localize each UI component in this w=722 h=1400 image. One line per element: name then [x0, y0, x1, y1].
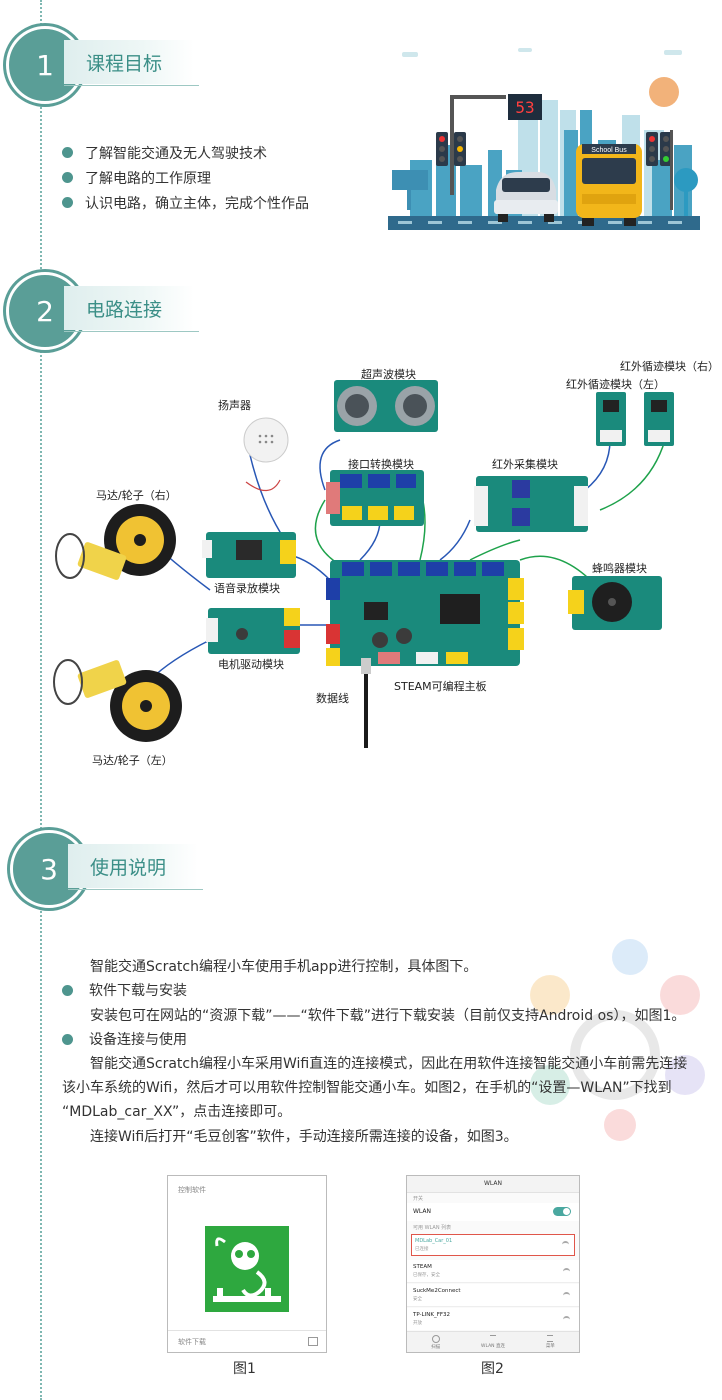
section-2-title-bar: 电路连接 [64, 286, 194, 330]
refresh-icon [431, 1335, 440, 1343]
nav-menu[interactable]: 菜单 [522, 1332, 579, 1352]
bullet-download-title: 软件下载与安装 [89, 983, 187, 999]
bullet-icon [62, 1033, 73, 1045]
label-buzzer: 蜂鸣器模块 [592, 562, 647, 575]
network-row[interactable]: STEAM 已保存，安全 [407, 1260, 579, 1283]
section-2-title: 电路连接 [86, 298, 163, 321]
usage-connect-text-2: 该小车系统的Wifi，然后才可以用软件控制智能交通小车。如图2，在手机的“设置—… [62, 1080, 672, 1096]
figure-1-app-screenshot: 控制软件 软件下载 [167, 1175, 327, 1353]
network-list-label: 可用 WLAN 列表 [413, 1225, 452, 1231]
wlan-toggle-row[interactable]: WLAN [407, 1203, 579, 1221]
label-voice: 语音录放模块 [214, 582, 280, 595]
label-motor-right: 马达/轮子（右） [96, 489, 177, 502]
section-1-title: 课程目标 [86, 52, 163, 75]
timeline-dotted-line [40, 0, 42, 1400]
wlan-title-bar: WLAN [407, 1176, 579, 1193]
open-external-icon [308, 1337, 318, 1346]
bullet-icon [62, 984, 73, 996]
wifi-direct-icon [489, 1335, 496, 1342]
label-cable: 数据线 [316, 692, 349, 705]
figure-2-wlan-screenshot: WLAN 开关 WLAN 可用 WLAN 列表 MDLab_Car_01 已连接… [406, 1175, 580, 1353]
section-3-title: 使用说明 [90, 856, 167, 879]
label-interface: 接口转换模块 [348, 458, 414, 471]
network-status: 已保存，安全 [413, 1273, 440, 1278]
section-1-number: 1 [36, 48, 54, 82]
section-2-underline [64, 331, 199, 332]
network-status: 已连接 [415, 1247, 429, 1252]
label-ultrasonic: 超声波模块 [361, 368, 416, 381]
label-ir-track-left: 红外循迹模块（左） [566, 378, 665, 391]
fig1-header: 控制软件 [178, 1186, 206, 1194]
label-motor-left: 马达/轮子（左） [92, 754, 173, 767]
goal-item: 了解智能交通及无人驾驶技术 [62, 140, 309, 165]
network-status: 开放 [413, 1321, 422, 1326]
section-1-title-bar: 课程目标 [64, 40, 194, 84]
network-row-highlighted[interactable]: MDLab_Car_01 已连接 [411, 1234, 575, 1256]
network-row[interactable]: SuckMe2Connect 安全 [407, 1284, 579, 1307]
switch-section-label: 开关 [413, 1196, 424, 1202]
section-3-underline [68, 889, 203, 890]
section-1-underline [64, 85, 199, 86]
label-speaker: 扬声器 [218, 399, 251, 412]
goal-text: 了解智能交通及无人驾驶技术 [85, 145, 267, 162]
figure-2-caption: 图2 [481, 1361, 504, 1377]
nav-menu-label: 菜单 [545, 1344, 555, 1349]
bottom-nav: 扫描 WLAN 直连 菜单 [407, 1331, 579, 1352]
usage-connect-text-3: “MDLab_car_XX”，点击连接即可。 [62, 1104, 292, 1120]
section-1-badge: 1 [6, 26, 84, 104]
label-motor-driver: 电机驱动模块 [218, 658, 284, 671]
fig1-footer: 软件下载 [178, 1338, 206, 1346]
label-ir-track-right: 红外循迹模块（右） [620, 360, 719, 373]
wifi-icon [563, 1316, 570, 1323]
bullet-connect: 设备连接与使用 [62, 1029, 187, 1049]
nav-scan[interactable]: 扫描 [407, 1332, 464, 1352]
wifi-icon [563, 1268, 570, 1275]
sign-number: 53 [515, 98, 534, 117]
section-3-number: 3 [40, 852, 58, 886]
wifi-icon [563, 1292, 570, 1299]
wlan-title: WLAN [483, 1180, 502, 1187]
decorative-icons-background [530, 939, 705, 1141]
smart-traffic-illustration: 53 School Bus [388, 48, 700, 230]
menu-icon [547, 1335, 554, 1342]
network-name: MDLab_Car_01 [415, 1238, 453, 1244]
nav-scan-label: 扫描 [431, 1345, 441, 1350]
network-name: SuckMe2Connect [413, 1288, 461, 1294]
circuit-diagram [53, 380, 674, 748]
usage-connect-text-4: 连接Wifi后打开“毛豆创客”软件，手动连接所需连接的设备，如图3。 [90, 1129, 518, 1145]
network-name: TP-LINK_FF32 [413, 1312, 451, 1318]
goal-text: 了解电路的工作原理 [85, 170, 211, 187]
network-name: STEAM [413, 1264, 432, 1270]
nav-wlan-direct[interactable]: WLAN 直连 [464, 1332, 521, 1352]
network-row[interactable]: TP-LINK_FF32 开放 [407, 1308, 579, 1330]
label-steam-board: STEAM可编程主板 [394, 680, 487, 693]
bullet-icon [62, 147, 73, 158]
figure-1-caption: 图1 [233, 1361, 256, 1377]
bullet-download: 软件下载与安装 [62, 980, 187, 1000]
nav-wlan-direct-label: WLAN 直连 [481, 1344, 505, 1349]
goals-list: 了解智能交通及无人驾驶技术 了解电路的工作原理 认识电路，确立主体，完成个性作品 [62, 140, 309, 215]
bullet-icon [62, 172, 73, 183]
goal-item: 认识电路，确立主体，完成个性作品 [62, 190, 309, 215]
section-2-number: 2 [36, 294, 54, 328]
bullet-icon [62, 197, 73, 208]
section-3-title-bar: 使用说明 [68, 844, 198, 888]
app-logo-icon [205, 1226, 289, 1312]
fig1-divider [168, 1330, 326, 1331]
wifi-icon [562, 1241, 569, 1248]
goal-item: 了解电路的工作原理 [62, 165, 309, 190]
usage-intro: 智能交通Scratch编程小车使用手机app进行控制，具体图下。 [90, 959, 478, 975]
usage-download-text: 安装包可在网站的“资源下载”——“软件下载”进行下载安装（目前仅支持Androi… [90, 1008, 686, 1024]
network-status: 安全 [413, 1297, 422, 1302]
label-ir-collect: 红外采集模块 [492, 458, 558, 471]
goal-text: 认识电路，确立主体，完成个性作品 [85, 195, 309, 212]
bullet-connect-title: 设备连接与使用 [89, 1032, 187, 1048]
wlan-toggle-switch[interactable] [553, 1207, 571, 1216]
bus-label: School Bus [591, 147, 627, 154]
usage-connect-text-1: 智能交通Scratch编程小车采用Wifi直连的连接模式，因此在用软件连接智能交… [90, 1056, 688, 1072]
wlan-toggle-label: WLAN [413, 1208, 432, 1215]
